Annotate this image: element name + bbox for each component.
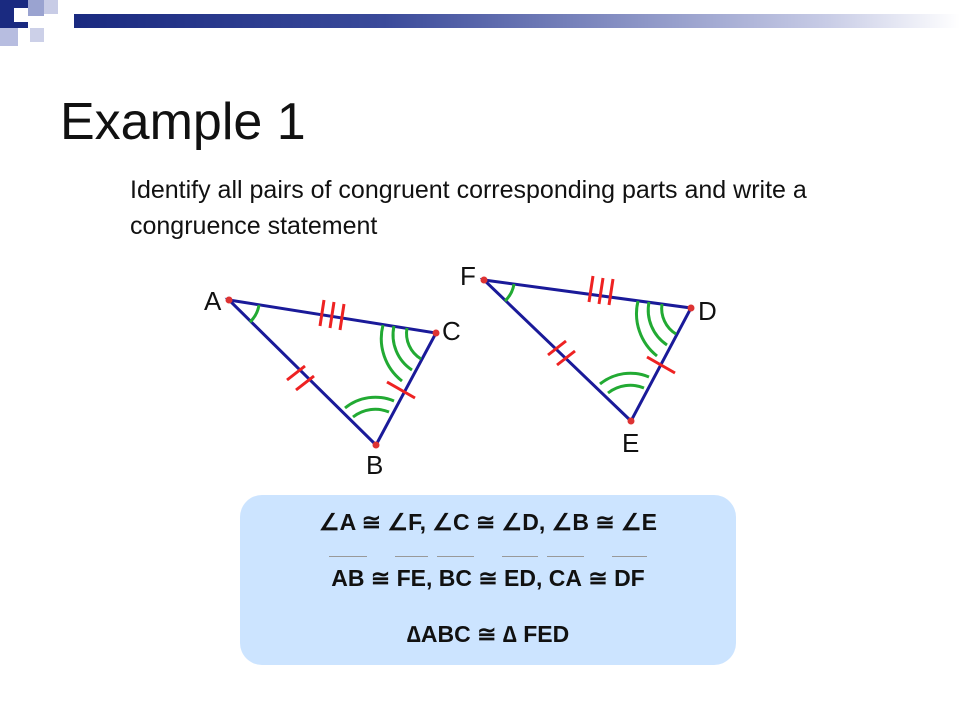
congruent-symbol: ≅: [588, 565, 608, 591]
congruent-symbol: ≅: [478, 565, 498, 591]
angle-e: E: [641, 509, 657, 535]
top-bar: [74, 14, 960, 28]
tick-mark-bc: [386, 380, 416, 400]
segment-df: DF: [612, 556, 647, 591]
segment-fe: FE: [394, 556, 429, 591]
segment-ab: AB: [329, 556, 367, 591]
triangle-abc: A C B: [204, 286, 461, 480]
triangle-fed-name: FED: [523, 621, 570, 647]
triangle-congruence: ∆ABC ≅ ∆ FED: [240, 621, 736, 648]
segment-ca: CA: [546, 556, 585, 591]
triangle-symbol: ∆: [406, 621, 421, 647]
angle-symbol: ∠: [319, 509, 340, 535]
label-e: E: [622, 428, 639, 458]
label-c: C: [442, 316, 461, 346]
triangle-fde: F D E: [460, 261, 717, 458]
tick-marks-fe: [547, 339, 576, 367]
angle-f: F: [408, 509, 420, 535]
triangle-symbol: ∆: [502, 621, 517, 647]
angle-symbol: ∠: [621, 509, 642, 535]
angle-b: B: [572, 509, 589, 535]
angle-a: A: [339, 509, 356, 535]
slide-title: Example 1: [60, 93, 306, 151]
angle-congruences: ∠A ≅ ∠F, ∠C ≅ ∠D, ∠B ≅ ∠E: [319, 509, 657, 535]
angle-symbol: ∠: [501, 509, 523, 535]
vertex-points-abc: [225, 296, 440, 449]
congruent-symbol: ≅: [370, 565, 391, 591]
angle-d: D: [522, 509, 539, 535]
triangle-abc-sides: [224, 297, 439, 448]
triangle-fde-sides: [479, 277, 694, 424]
angle-marks-abc: [248, 304, 422, 419]
label-a: A: [204, 286, 222, 316]
segment-congruences: AB ≅ FE, BC ≅ ED, CA ≅ DF: [329, 556, 647, 591]
angle-symbol: ∠: [551, 509, 573, 535]
slide-subtitle: Identify all pairs of congruent correspo…: [130, 176, 807, 240]
label-b: B: [366, 450, 383, 480]
tick-marks-ab: [286, 364, 315, 392]
congruent-symbol: ≅: [361, 509, 382, 535]
tick-mark-de: [646, 355, 676, 375]
answer-box: ∠A ≅ ∠F, ∠C ≅ ∠D, ∠B ≅ ∠E AB ≅ FE, BC ≅ …: [240, 495, 736, 665]
vertex-points-fde: [480, 276, 695, 425]
angle-symbol: ∠: [432, 509, 453, 535]
label-d: D: [698, 296, 717, 326]
tick-marks-fd: [587, 275, 615, 306]
label-f: F: [460, 261, 476, 291]
angle-marks-fde: [503, 283, 677, 395]
segment-ed: ED: [502, 556, 538, 591]
congruent-symbol: ≅: [476, 509, 496, 535]
triangle-abc-name: ABC: [420, 621, 471, 647]
congruent-symbol: ≅: [477, 621, 497, 647]
tick-marks-ac: [318, 299, 346, 331]
angle-symbol: ∠: [387, 509, 409, 535]
congruent-symbol: ≅: [595, 509, 615, 535]
angle-c: C: [452, 509, 470, 535]
segment-bc: BC: [436, 556, 475, 591]
